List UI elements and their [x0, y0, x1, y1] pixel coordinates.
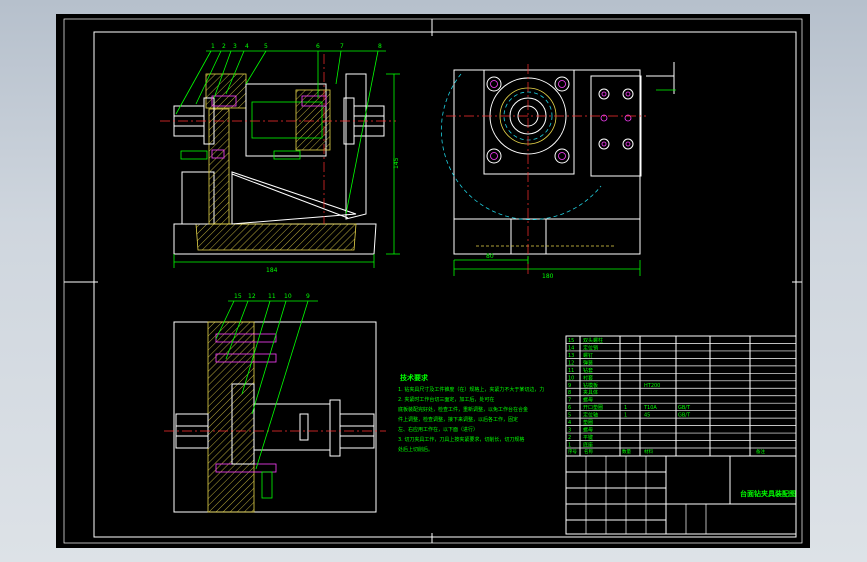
- parts-cell-no: 5: [568, 413, 571, 419]
- header-material: 材料: [644, 448, 653, 455]
- parts-cell-name: 弹簧: [583, 359, 593, 366]
- parts-cell-note: GB/T: [678, 405, 691, 411]
- parts-cell-name: 螺钉: [583, 352, 593, 359]
- parts-cell-no: 2: [568, 435, 571, 441]
- parts-cell-name: 开口垫圈: [583, 404, 603, 411]
- plan-callout-labels: 15 12 11 10 9: [234, 293, 310, 300]
- parts-cell-no: 3: [568, 428, 571, 434]
- plan-view: [164, 300, 386, 513]
- technical-requirements: 技术要求 1. 钻夹具尺寸及工件锥度（在）规格上，夹紧力不大于某切边，力 2. …: [398, 373, 544, 453]
- inner-border: [93, 31, 797, 538]
- header-name: 名称: [584, 448, 593, 455]
- callout-11: 11: [268, 293, 276, 300]
- header-note: 备注: [756, 448, 765, 455]
- callout-7: 7: [340, 43, 344, 50]
- parts-cell-name: 螺母: [583, 427, 593, 434]
- title-block: 台面钻夹具装配图: [565, 455, 797, 535]
- parts-cell-no: 1: [568, 443, 571, 449]
- drawing-canvas[interactable]: 1 2 3 4 5 6 7 8 184 145: [56, 14, 810, 548]
- parts-cell-no: 8: [568, 390, 571, 396]
- callout-1: 1: [211, 43, 215, 50]
- front-callout-labels: 1 2 3 4 5 6 7 8 184 145: [211, 43, 400, 274]
- tech-req-line-7: 处后上切削后。: [398, 446, 433, 453]
- parts-cell-name: 螺母: [583, 397, 593, 404]
- header-no: 序号: [568, 448, 577, 455]
- side-width-dim: 180: [542, 273, 554, 280]
- parts-cell-name: 衬套: [583, 374, 593, 381]
- tech-req-line-2: 2. 夹紧时工作台切三面定，加工后，处可在: [398, 396, 494, 403]
- parts-cell-material: 45: [644, 413, 650, 419]
- parts-cell-name: 钻套: [583, 367, 593, 374]
- callout-9: 9: [306, 293, 310, 300]
- parts-cell-material: HT200: [644, 383, 660, 389]
- parts-cell-name: 定位轴: [583, 412, 598, 419]
- callout-2: 2: [222, 43, 226, 50]
- parts-cell-no: 4: [568, 420, 571, 426]
- callout-8: 8: [378, 43, 382, 50]
- parts-cell-no: 15: [568, 338, 574, 344]
- drawing-title: 台面钻夹具装配图: [740, 489, 796, 498]
- front-height-dim: 145: [393, 157, 400, 169]
- side-left-dim: 80: [486, 253, 494, 260]
- parts-cell-name: 双头螺柱: [583, 337, 603, 344]
- tech-req-line-3: 底板装配完好处，检查工件，重新调整，以免工作台在合金: [398, 406, 528, 413]
- parts-cell-name: 钻模板: [583, 382, 598, 389]
- parts-cell-no: 6: [568, 405, 571, 411]
- callout-10: 10: [284, 293, 292, 300]
- tech-req-line-1: 1. 钻夹具尺寸及工件锥度（在）规格上，夹紧力不大于某切边，力: [398, 386, 544, 393]
- parts-cell-no: 11: [568, 368, 574, 374]
- front-width-dim: 184: [266, 267, 278, 274]
- parts-cell-note: GB/T: [678, 413, 691, 419]
- callout-3: 3: [233, 43, 237, 50]
- callout-5: 5: [264, 43, 268, 50]
- side-view: [440, 62, 676, 276]
- engineering-drawing: 1 2 3 4 5 6 7 8 184 145: [63, 18, 803, 544]
- tech-req-line-6: 3. 切刀夹具工作，刀具上按夹紧要求，切削长，切刀规格: [398, 436, 524, 443]
- side-dim-labels: 80 180: [486, 253, 554, 280]
- parts-cell-material: T10A: [643, 405, 657, 411]
- front-view: [160, 50, 400, 268]
- tech-req-line-4: 件上调整，检查调整，接下来调整，以后各工作，固定: [398, 416, 518, 423]
- callout-12: 12: [248, 293, 256, 300]
- parts-cell-name: 底座: [583, 442, 593, 449]
- header-qty: 数量: [622, 448, 631, 455]
- parts-cell-no: 9: [568, 383, 571, 389]
- parts-cell-name: 垫圈: [583, 419, 593, 426]
- parts-cell-name: 夹具体: [583, 389, 598, 396]
- callout-4: 4: [245, 43, 249, 50]
- tech-req-title: 技术要求: [400, 373, 429, 382]
- parts-cell-qty: 1: [624, 413, 627, 419]
- parts-cell-name: 定位销: [583, 344, 598, 351]
- parts-cell-no: 7: [568, 398, 571, 404]
- parts-cell-qty: 1: [624, 405, 627, 411]
- callout-6: 6: [316, 43, 320, 50]
- callout-15: 15: [234, 293, 242, 300]
- parts-cell-no: 12: [568, 360, 574, 366]
- parts-cell-name: 平键: [583, 434, 593, 441]
- tech-req-line-5: 左、右应用工作在，以下面（进行）: [398, 426, 478, 433]
- outer-frame: [63, 18, 803, 544]
- parts-cell-no: 10: [568, 375, 574, 381]
- parts-cell-no: 14: [568, 345, 574, 351]
- parts-cell-no: 13: [568, 353, 574, 359]
